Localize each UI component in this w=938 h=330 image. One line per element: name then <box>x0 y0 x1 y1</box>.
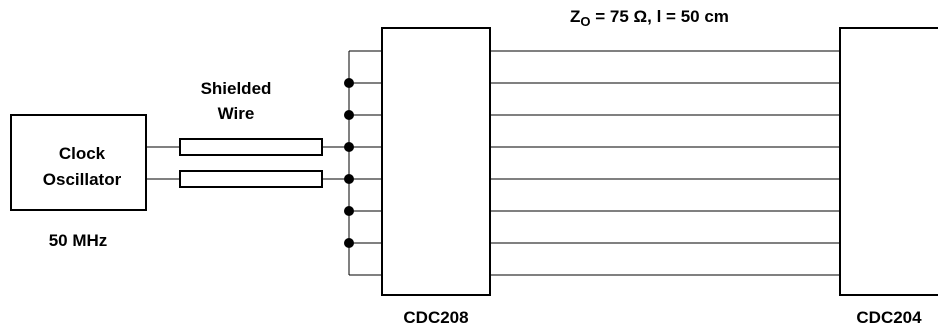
cdc204-box <box>839 27 938 296</box>
junction-dot <box>344 174 354 184</box>
junction-dot <box>344 78 354 88</box>
oscillator-label-line1: Clock <box>59 144 106 163</box>
transmission-lines <box>490 50 840 276</box>
shielded-wire-label-line1: Shielded <box>201 79 272 98</box>
driver-input-branches <box>349 50 382 276</box>
junction-dot <box>344 238 354 248</box>
oscillator-frequency: 50 MHz <box>49 231 108 250</box>
cdc208-box <box>381 27 491 296</box>
impedance-and-length: = 75 Ω, l = 50 cm <box>591 7 729 26</box>
transmission-line-spec: ZO = 75 Ω, l = 50 cm <box>570 7 729 29</box>
junction-dots <box>344 78 354 248</box>
shielded-cable-1 <box>179 138 323 156</box>
oscillator-label-line2: Oscillator <box>43 170 122 189</box>
impedance-subscript: O <box>580 14 590 29</box>
cdc208-label: CDC208 <box>403 308 468 327</box>
clock-oscillator-box <box>10 114 147 211</box>
shielded-cable-2 <box>179 170 323 188</box>
junction-dot <box>344 142 354 152</box>
impedance-symbol: Z <box>570 7 580 26</box>
cdc204-label: CDC204 <box>856 308 922 327</box>
junction-dot <box>344 206 354 216</box>
junction-dot <box>344 110 354 120</box>
shielded-wire-label-line2: Wire <box>218 104 255 123</box>
